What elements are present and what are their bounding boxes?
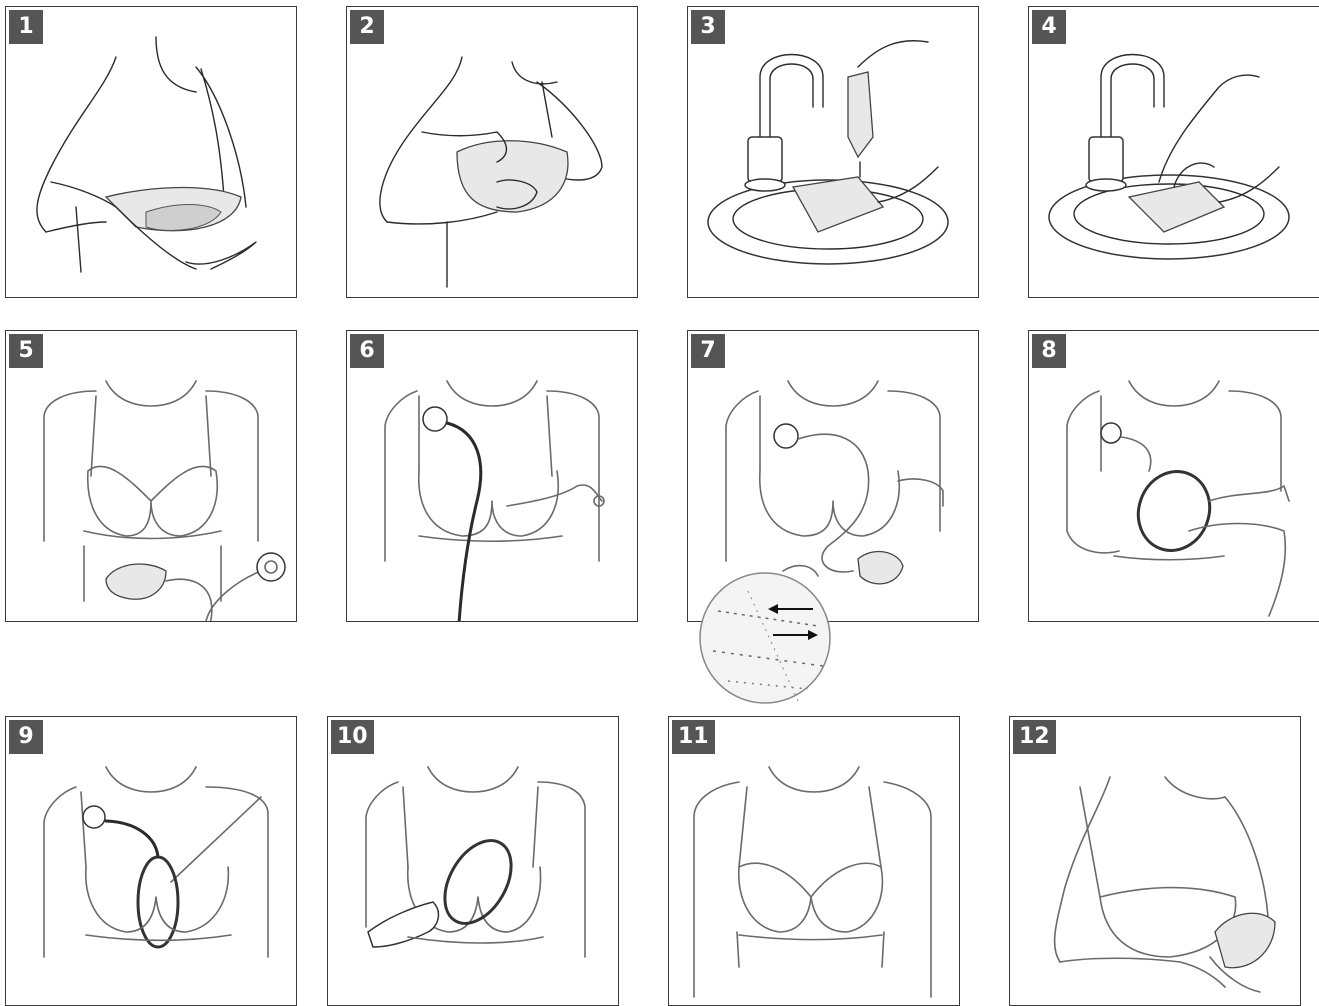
step-12-panel: 12 <box>1009 716 1301 1006</box>
step-1-panel: 1 <box>5 6 297 298</box>
step-number-badge: 6 <box>350 334 384 368</box>
pad-and-tube-parts-illustration <box>6 331 297 622</box>
step-number-badge: 4 <box>1032 10 1066 44</box>
wash-pad-illustration <box>1029 7 1319 298</box>
step-number-badge: 11 <box>672 720 715 754</box>
loop-tube-illustration <box>1029 331 1319 622</box>
finished-fit-illustration <box>669 717 960 1006</box>
step-number-badge: 7 <box>691 334 725 368</box>
step-number-badge: 9 <box>9 720 43 754</box>
step-number-badge: 2 <box>350 10 384 44</box>
insert-pad-illustration <box>6 7 297 298</box>
step-9-panel: 9 <box>5 716 297 1006</box>
step-number-badge: 12 <box>1013 720 1056 754</box>
step-10-panel: 10 <box>327 716 619 1006</box>
adjust-pad-illustration <box>347 7 638 298</box>
step-number-badge: 3 <box>691 10 725 44</box>
step-number-badge: 8 <box>1032 334 1066 368</box>
attach-tube-illustration <box>347 331 638 622</box>
add-detergent-illustration <box>688 7 979 298</box>
step-11-panel: 11 <box>668 716 960 1006</box>
step-7-panel: 7 <box>687 330 979 622</box>
step-number-badge: 5 <box>9 334 43 368</box>
remove-pad-illustration <box>1010 717 1301 1006</box>
step-number-badge: 10 <box>331 720 374 754</box>
step-3-panel: 3 <box>687 6 979 298</box>
magnified-detail-inset <box>698 571 832 705</box>
step-8-panel: 8 <box>1028 330 1319 622</box>
tighten-tube-illustration <box>328 717 619 1006</box>
step-5-panel: 5 <box>5 330 297 622</box>
step-2-panel: 2 <box>346 6 638 298</box>
step-4-panel: 4 <box>1028 6 1319 298</box>
step-6-panel: 6 <box>346 330 638 622</box>
route-tube-illustration <box>6 717 297 1006</box>
step-number-badge: 1 <box>9 10 43 44</box>
